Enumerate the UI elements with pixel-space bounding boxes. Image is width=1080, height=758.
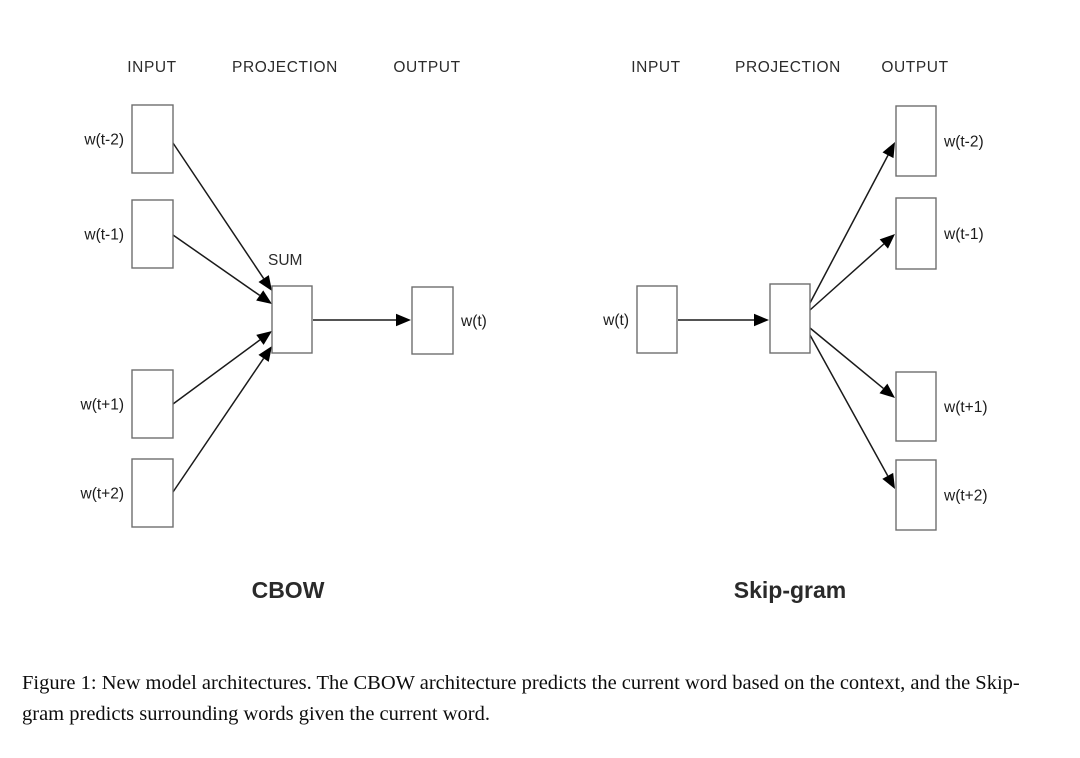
node-box-input bbox=[131, 458, 174, 528]
edge-in1-to-proj bbox=[172, 234, 272, 304]
node-box-projection bbox=[769, 283, 811, 354]
node-label-in3: w(t+2) bbox=[80, 486, 125, 503]
annotation-sum: SUM bbox=[268, 252, 302, 269]
node-label-out1: w(t-1) bbox=[943, 226, 984, 243]
node-skip-gram-proj bbox=[769, 283, 811, 354]
column-header-output: OUTPUT bbox=[881, 59, 948, 76]
edges-group bbox=[172, 142, 411, 493]
node-box-input bbox=[131, 369, 174, 439]
node-box-output bbox=[895, 105, 937, 177]
edge-proj-to-out2 bbox=[809, 327, 895, 398]
edge-line-proj-to-out3 bbox=[809, 334, 889, 477]
node-label-out2: w(t+1) bbox=[943, 399, 988, 416]
node-cbow-proj bbox=[271, 285, 313, 354]
node-cbow-out0: w(t) bbox=[411, 286, 487, 355]
node-skip-gram-out3: w(t+2) bbox=[895, 459, 988, 531]
node-cbow-in1: w(t-1) bbox=[83, 199, 174, 269]
node-box-output bbox=[411, 286, 454, 355]
edge-line-proj-to-out2 bbox=[809, 327, 884, 390]
edge-line-proj-to-out0 bbox=[809, 154, 889, 304]
node-skip-gram-out0: w(t-2) bbox=[895, 105, 984, 177]
edge-in0-to-proj bbox=[172, 142, 272, 291]
arrowhead-in0-to-proj bbox=[258, 275, 272, 291]
column-header-input: INPUT bbox=[127, 59, 177, 76]
edge-line-in3-to-proj bbox=[172, 357, 265, 493]
node-box-projection bbox=[271, 285, 313, 354]
node-skip-gram-out2: w(t+1) bbox=[895, 371, 988, 442]
edge-in0-to-proj bbox=[678, 313, 769, 327]
edge-in2-to-proj bbox=[172, 331, 272, 405]
node-box-input bbox=[131, 199, 174, 269]
arrowhead-in3-to-proj bbox=[258, 346, 272, 362]
node-label-in2: w(t+1) bbox=[80, 397, 125, 414]
edge-line-proj-to-out1 bbox=[809, 243, 885, 311]
edge-line-in2-to-proj bbox=[172, 339, 261, 405]
node-skip-gram-in0: w(t) bbox=[602, 285, 678, 354]
node-box-output bbox=[895, 459, 937, 531]
edge-proj-to-out3 bbox=[809, 334, 895, 489]
edge-proj-to-out0 bbox=[313, 313, 411, 327]
model-architectures-diagram: INPUT PROJECTION OUTPUT SUM w(t-2) w(t-1) w(t+… bbox=[80, 59, 988, 603]
arrowhead-proj-to-out3 bbox=[882, 472, 895, 489]
node-box-input bbox=[636, 285, 678, 354]
node-label-out0: w(t) bbox=[460, 313, 487, 330]
node-box-output bbox=[895, 371, 937, 442]
node-box-output bbox=[895, 197, 937, 270]
edge-line-in0-to-proj bbox=[172, 142, 265, 279]
node-label-in1: w(t-1) bbox=[83, 227, 124, 244]
node-cbow-in2: w(t+1) bbox=[80, 369, 174, 439]
arrowhead-in1-to-proj bbox=[256, 290, 272, 304]
model-title-skip-gram: Skip-gram bbox=[734, 577, 846, 603]
arrowhead-proj-to-out0 bbox=[396, 313, 411, 327]
column-header-input: INPUT bbox=[631, 59, 681, 76]
edge-line-in1-to-proj bbox=[172, 234, 261, 297]
node-box-input bbox=[131, 104, 174, 174]
node-skip-gram-out1: w(t-1) bbox=[895, 197, 984, 270]
column-header-output: OUTPUT bbox=[393, 59, 460, 76]
edge-in3-to-proj bbox=[172, 346, 272, 493]
node-label-out3: w(t+2) bbox=[943, 488, 988, 505]
arrowhead-proj-to-out0 bbox=[882, 142, 895, 159]
node-cbow-in0: w(t-2) bbox=[83, 104, 174, 174]
edge-proj-to-out0 bbox=[809, 142, 895, 304]
arrowhead-proj-to-out1 bbox=[879, 234, 895, 249]
model-title-cbow: CBOW bbox=[252, 577, 325, 603]
node-cbow-in3: w(t+2) bbox=[80, 458, 174, 528]
panel-skip-gram: INPUT PROJECTION OUTPUT w(t) w(t-2) w(t-1) w(t… bbox=[602, 59, 987, 603]
node-label-in0: w(t-2) bbox=[83, 132, 124, 149]
column-header-projection: PROJECTION bbox=[735, 59, 841, 76]
node-label-out0: w(t-2) bbox=[943, 134, 984, 151]
node-label-in0: w(t) bbox=[602, 312, 629, 329]
diagram-panels: INPUT PROJECTION OUTPUT SUM w(t-2) w(t-1) w(t+… bbox=[80, 59, 988, 603]
column-header-projection: PROJECTION bbox=[232, 59, 338, 76]
arrowhead-proj-to-out2 bbox=[879, 383, 895, 398]
edges-group bbox=[678, 142, 895, 489]
panel-cbow: INPUT PROJECTION OUTPUT SUM w(t-2) w(t-1) w(t+… bbox=[80, 59, 487, 603]
arrowhead-in2-to-proj bbox=[256, 331, 272, 345]
edge-proj-to-out1 bbox=[809, 234, 895, 311]
arrowhead-in0-to-proj bbox=[754, 313, 769, 327]
figure-caption: Figure 1: New model architectures. The C… bbox=[22, 672, 1020, 725]
